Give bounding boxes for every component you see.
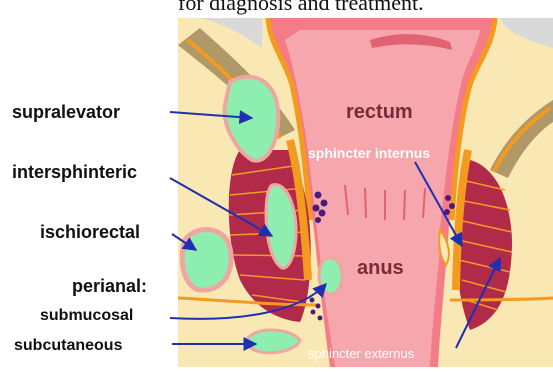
abscess-ischiorectal: [182, 230, 231, 291]
label-subcutaneous: subcutaneous: [14, 337, 123, 354]
caption-fragment: for diagnosis and treatment.: [178, 0, 424, 16]
label-submucosal: submucosal: [40, 307, 133, 324]
label-perianal: perianal:: [72, 276, 147, 296]
label-rectum: rectum: [346, 101, 413, 123]
label-sphincter-externus: sphincter externus: [308, 346, 415, 361]
label-supralevator: supralevator: [12, 102, 120, 122]
label-intersphinteric: intersphinteric: [12, 162, 137, 182]
label-sphincter-internus: sphincter internus: [308, 145, 430, 161]
abscess-subcutaneous: [247, 330, 300, 353]
label-ischiorectal: ischiorectal: [40, 222, 140, 242]
label-anus: anus: [357, 257, 404, 279]
